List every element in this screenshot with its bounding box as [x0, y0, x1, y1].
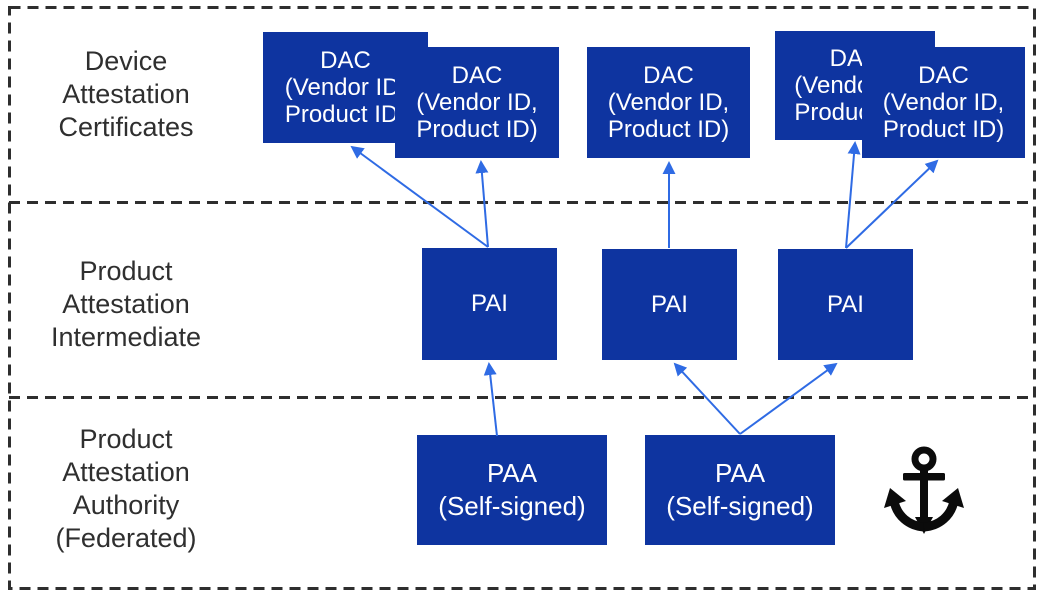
node-pai-1: PAI — [422, 248, 557, 360]
node-dac-3: DAC (Vendor ID, Product ID) — [587, 47, 750, 158]
node-dac-5: DAC (Vendor ID, Product ID) — [862, 47, 1025, 158]
layer-label-product-attestation-authority: Product Attestation Authority (Federated… — [55, 424, 197, 553]
edge-pai1-dac2 — [475, 160, 489, 248]
node-dac-2: DAC (Vendor ID, Product ID) — [395, 47, 559, 158]
anchor-icon — [884, 446, 964, 534]
edge-pai1-dac1 — [350, 145, 489, 248]
layer-label-device-attestation-certificates: Device Attestation Certificates — [58, 46, 194, 142]
layer-label-product-attestation-intermediate: Product Attestation Intermediate — [50, 256, 202, 352]
node-paa-2: PAA (Self-signed) — [645, 435, 835, 545]
node-pai-2: PAI — [602, 249, 737, 360]
edge-paa1-pai1 — [483, 362, 498, 437]
edge-pai3-dac5 — [845, 159, 939, 249]
edge-paa2-pai3 — [739, 362, 838, 435]
node-paa-1: PAA (Self-signed) — [417, 435, 607, 545]
node-pai-3: PAI — [778, 249, 913, 360]
edge-paa2-pai2 — [673, 362, 741, 435]
edge-pai3-dac4 — [845, 141, 861, 249]
